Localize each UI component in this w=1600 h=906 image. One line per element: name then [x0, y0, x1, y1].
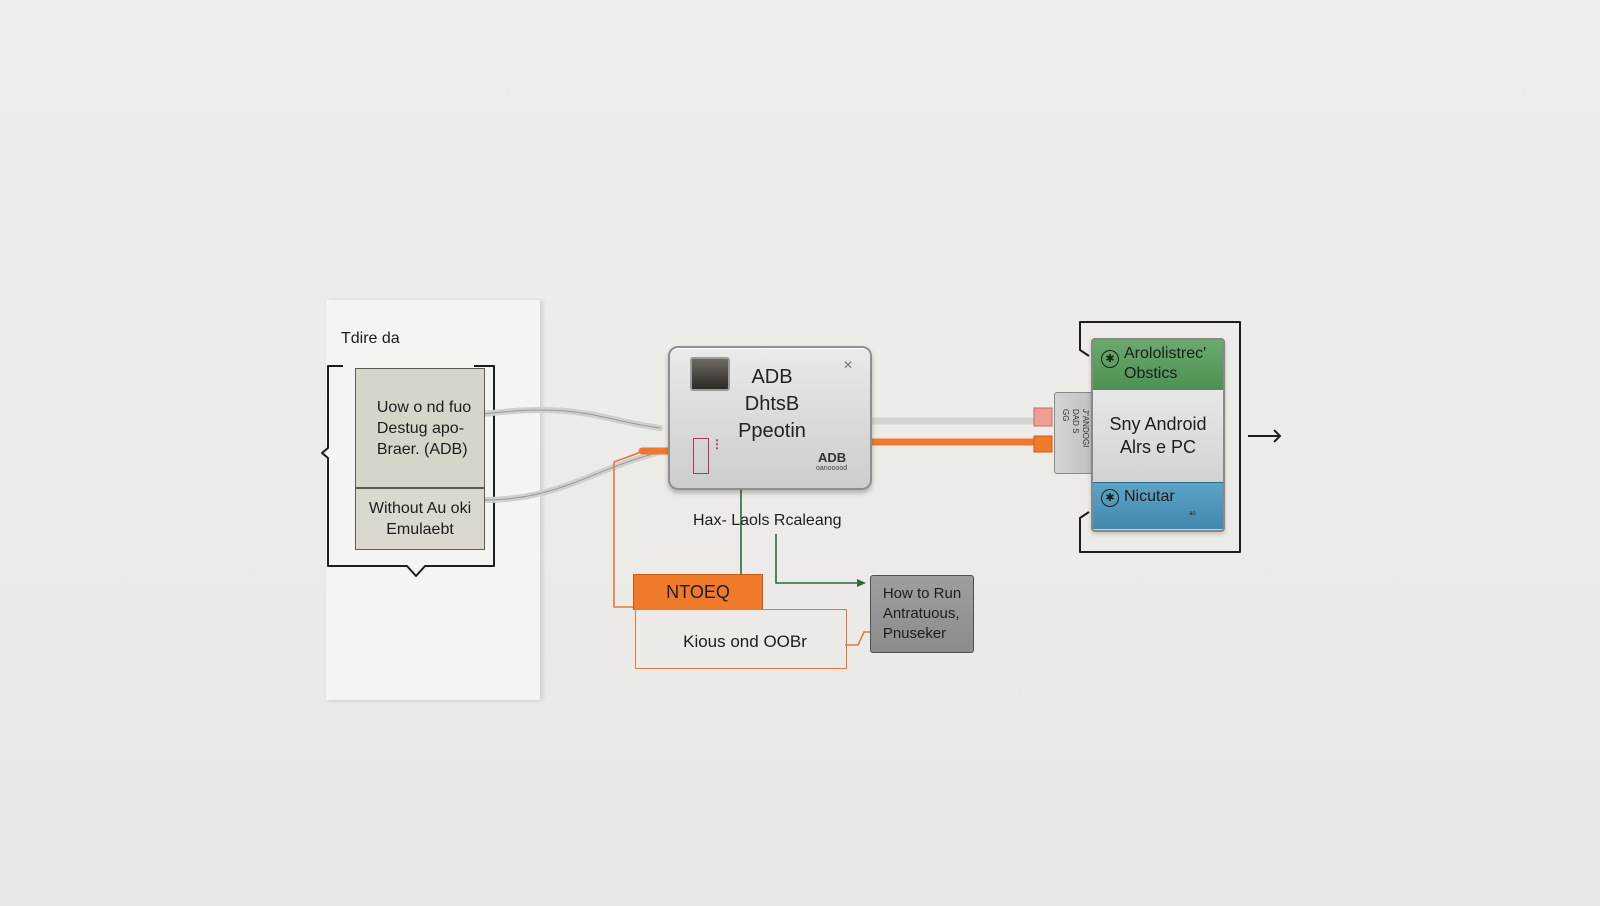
- orange-connector-2: [845, 631, 870, 646]
- cable-grey-1-edge: [482, 409, 661, 429]
- plug-orange: [1033, 435, 1053, 453]
- orange-box-text: Kious ond OOBr: [683, 632, 807, 651]
- left-bracket: [321, 365, 495, 577]
- green-connector-2: [775, 534, 862, 584]
- panel-middle-section: Sny Android Alrs e PC: [1093, 390, 1223, 482]
- barcode-icon: [693, 438, 709, 474]
- sparkle-icon: ✕: [843, 358, 854, 372]
- panel-blue-text: Nicutar: [1124, 488, 1175, 505]
- panel-green-section: ✱ Arololistrec' Obstics: [1093, 340, 1223, 391]
- mid-label: Hax- Laols Rcaleang: [693, 512, 842, 529]
- cable-grey-1: [480, 407, 663, 431]
- orange-connector: [613, 447, 653, 608]
- arrow-right-icon: [1248, 429, 1282, 443]
- bluetooth-badge-icon: ✱: [1101, 489, 1119, 507]
- cable-grey-2: [480, 449, 663, 503]
- panel-middle-text: Sny Android Alrs e PC: [1109, 414, 1207, 457]
- device-logo: ADB: [818, 450, 847, 465]
- adb-info-text: Uow o nd fuo Destug apo- Braer. (ADB): [376, 398, 472, 458]
- device-subtext: oanooood: [816, 465, 848, 472]
- left-caption: Tdire da: [341, 330, 400, 347]
- panel-blue-section: ✱ Nicutar ᵃᵒ: [1093, 482, 1223, 529]
- connector-label: J"ANDOGI DAD S GG: [1061, 409, 1090, 448]
- device-title: ADB DhtsB Ppeotin: [738, 366, 806, 442]
- orange-tab: NTOEQ: [633, 574, 763, 610]
- chip-icon: [690, 357, 730, 391]
- orange-box: [635, 609, 847, 669]
- adb-info-box: Uow o nd fuo Destug apo- Braer. (ADB): [355, 368, 485, 488]
- green-arrowhead: [857, 579, 866, 587]
- plug-pink: [1033, 407, 1053, 427]
- panel-green-text: Arololistrec' Obstics: [1124, 345, 1207, 382]
- port-mark-icon: ⋮: [711, 437, 723, 451]
- run-box: How to Run Antratuous, Pnuseker: [870, 575, 974, 653]
- emulator-box: Without Au oki Emulaebt: [355, 488, 485, 550]
- bluetooth-badge-icon: ✱: [1101, 350, 1119, 368]
- run-box-text: How to Run Antratuous, Pnuseker: [882, 585, 962, 642]
- cable-grey-2-edge: [482, 451, 661, 501]
- panel-blue-mark: ᵃᵒ: [1189, 509, 1196, 519]
- emulator-text: Without Au oki Emulaebt: [368, 500, 472, 538]
- right-bracket: [1079, 321, 1241, 553]
